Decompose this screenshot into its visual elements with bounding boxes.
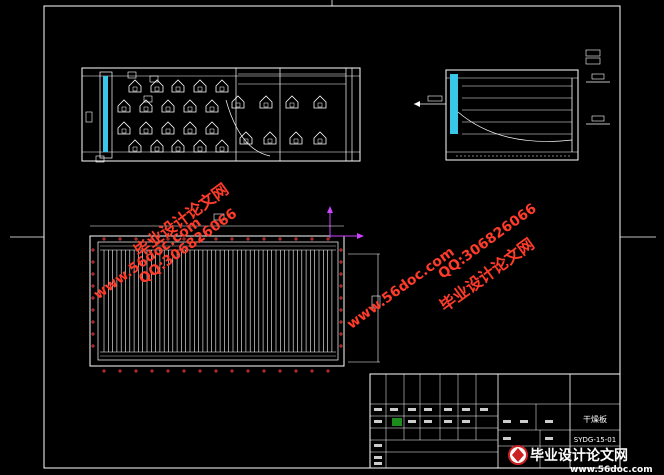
triangle-plate xyxy=(139,99,153,113)
mounting-holes xyxy=(91,237,343,373)
plan-view-top xyxy=(81,67,361,163)
grid-plate-view xyxy=(89,206,381,373)
triangle-plate xyxy=(313,95,327,109)
side-view-right xyxy=(414,49,610,161)
sheet-border xyxy=(43,5,621,469)
footer-url-text: www.56doc.com xyxy=(570,465,653,475)
triangle-plate xyxy=(117,121,131,135)
triangle-plate xyxy=(239,131,253,145)
triangle-plate xyxy=(117,99,131,113)
triangle-plate xyxy=(128,139,142,153)
triangle-plate xyxy=(139,121,153,135)
footer-logo: 毕业设计论文网 www.56doc.com xyxy=(508,445,653,475)
triangle-plate xyxy=(231,95,245,109)
watermark-url-right-group: www.56doc.com xyxy=(344,244,457,332)
grid-bars xyxy=(100,245,336,357)
triangle-plate xyxy=(215,79,229,93)
triangle-plate xyxy=(161,121,175,135)
triangle-plate xyxy=(183,121,197,135)
drawing-code: SYDG-15-01 xyxy=(574,436,616,444)
triangle-plate xyxy=(171,79,185,93)
triangle-plate xyxy=(215,139,229,153)
watermark-url-right: www.56doc.com xyxy=(344,244,457,332)
triangle-plate xyxy=(161,99,175,113)
triangle-plate xyxy=(150,79,164,93)
drawing-name: 干燥板 xyxy=(583,414,607,424)
triangle-plate xyxy=(183,99,197,113)
triangle-plate xyxy=(193,79,207,93)
title-block: 干燥板 SYDG-15-01 xyxy=(369,373,621,469)
filter-strip-left xyxy=(103,76,108,152)
triangle-plate xyxy=(205,121,219,135)
filter-strip-right xyxy=(450,74,458,134)
triangle-plate-group xyxy=(117,71,327,153)
watermark-url-left: www.56doc.com xyxy=(91,215,204,303)
triangle-plate xyxy=(285,95,299,109)
triangle-plate xyxy=(313,131,327,145)
triangle-plate xyxy=(205,99,219,113)
triangle-plate xyxy=(171,139,185,153)
triangle-plate xyxy=(193,139,207,153)
triangle-plate xyxy=(128,79,142,93)
triangle-plate xyxy=(289,131,303,145)
triangle-plate xyxy=(259,95,273,109)
footer-brand-text: 毕业设计论文网 xyxy=(530,447,628,464)
triangle-plate xyxy=(263,131,277,145)
triangle-plate xyxy=(150,139,164,153)
watermark-url-left-group: www.56doc.com xyxy=(91,215,204,303)
